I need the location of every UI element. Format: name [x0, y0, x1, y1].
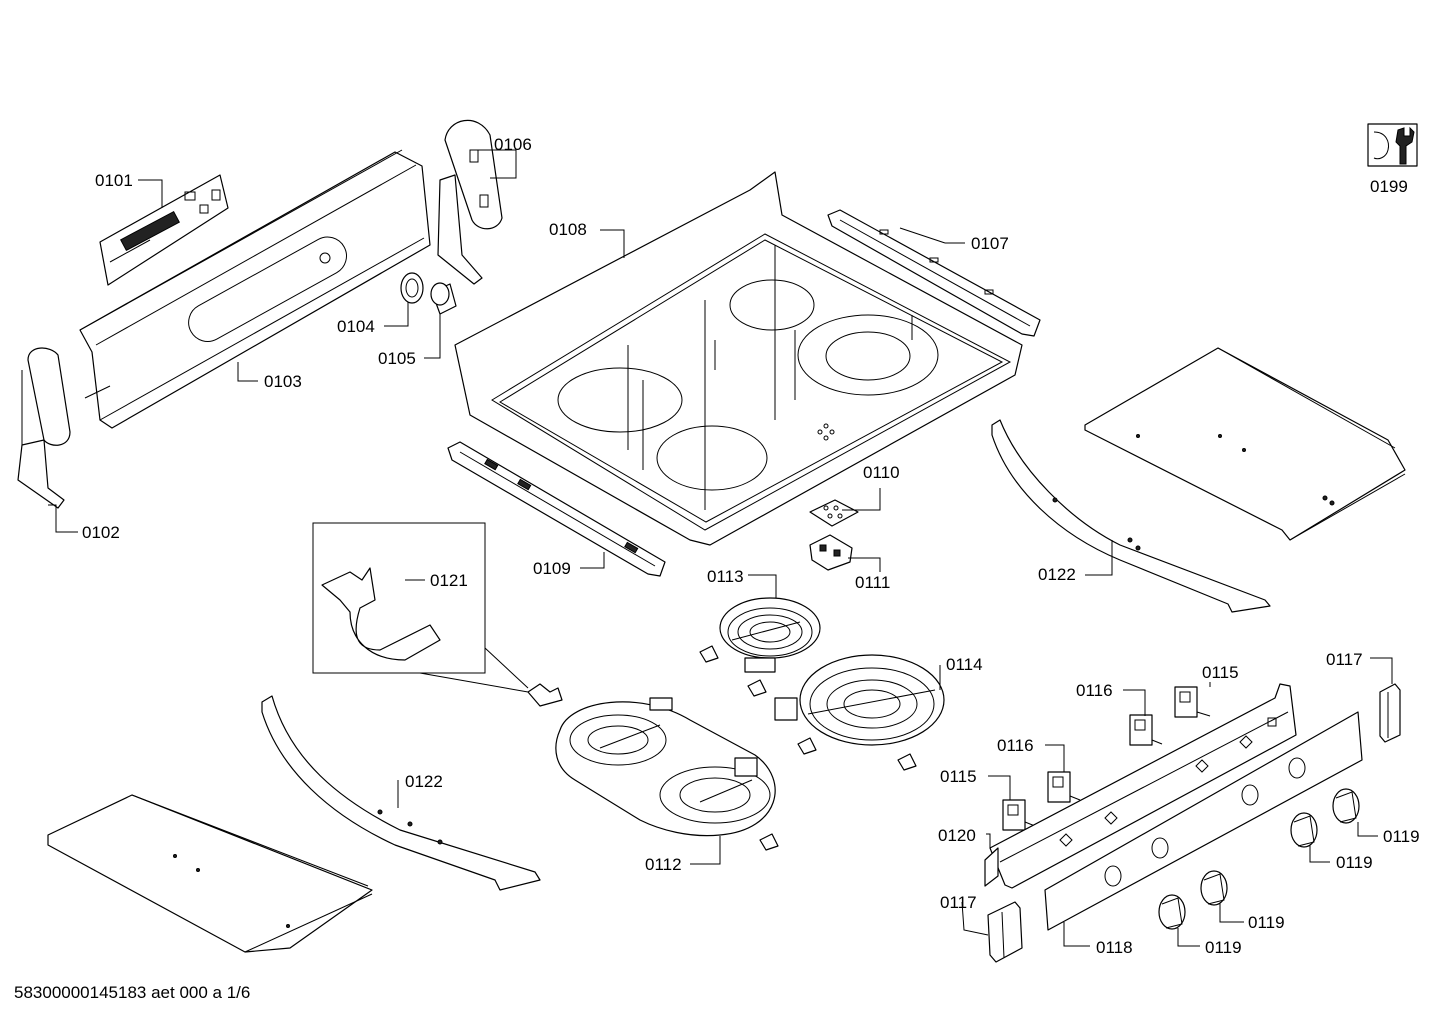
label-0102: 0102	[82, 523, 120, 542]
part-0107-rail	[827, 209, 1041, 337]
knob-3	[1200, 870, 1228, 906]
label-0105: 0105	[378, 349, 416, 368]
part-0101-control-board	[99, 174, 229, 286]
label-0111: 0111	[855, 573, 890, 592]
label-0116-a: 0116	[1076, 681, 1113, 700]
part-0110-gasket	[809, 499, 859, 527]
part-0119-knobs	[1158, 788, 1360, 930]
label-0119-d: 0119	[1205, 938, 1242, 957]
label-0118: 0118	[1096, 938, 1133, 957]
wrench-icon	[1367, 123, 1418, 167]
label-0119-a: 0119	[1383, 827, 1420, 846]
document-id-footer: 58300000145183 aet 000 a 1/6	[14, 983, 250, 1002]
part-0115-switch-b	[1002, 799, 1036, 831]
part-side-panel-left	[47, 794, 373, 953]
part-0106-end-cap	[437, 119, 503, 285]
label-0115-a: 0115	[1202, 663, 1239, 682]
label-0108: 0108	[549, 220, 587, 239]
part-0104-bezel	[400, 272, 424, 304]
part-0122-bracket-left	[261, 695, 541, 891]
label-0119-c: 0119	[1248, 913, 1285, 932]
label-0119-b: 0119	[1336, 853, 1373, 872]
clips	[527, 645, 917, 851]
label-0199: 0199	[1370, 177, 1408, 196]
part-switches	[1002, 686, 1211, 831]
part-0103-control-panel	[79, 149, 431, 429]
part-0112-bridge-burner	[555, 697, 776, 837]
part-side-panel-right	[1084, 347, 1406, 541]
part-labels: 0101 0102 0103 0104 0105 0106 0107 0108 …	[82, 135, 1420, 957]
part-0105-knob	[430, 282, 457, 315]
label-0120: 0120	[938, 826, 976, 845]
label-0106: 0106	[494, 135, 532, 154]
part-0111-terminal-block	[809, 534, 853, 571]
label-0104: 0104	[337, 317, 375, 336]
label-0110: 0110	[863, 463, 900, 482]
label-0121: 0121	[430, 571, 468, 590]
part-0117-end-cap-bottom	[987, 901, 1023, 963]
part-0108-cooktop	[454, 171, 1023, 546]
part-0121-inset	[312, 522, 529, 693]
label-0114: 0114	[946, 655, 983, 674]
leader-lines	[48, 149, 1393, 947]
label-0112: 0112	[645, 855, 682, 874]
part-0102-end-cap	[17, 347, 71, 509]
label-0115-b: 0115	[940, 767, 977, 786]
part-0118-trim	[1044, 711, 1363, 931]
part-0114-burner	[774, 654, 945, 746]
knob-1	[1332, 788, 1360, 824]
label-0117-b: 0117	[940, 893, 977, 912]
label-0122-a: 0122	[1038, 565, 1076, 584]
part-0117-end-cap-top	[1379, 683, 1401, 743]
part-0113-burner	[719, 597, 821, 673]
label-0101: 0101	[95, 171, 133, 190]
part-0109-rail	[447, 441, 666, 577]
part-0115-switch-a	[1174, 686, 1211, 718]
label-0116-b: 0116	[997, 736, 1034, 755]
label-0103: 0103	[264, 372, 302, 391]
part-0122-bracket-right	[991, 419, 1271, 613]
knob-2	[1290, 812, 1318, 848]
knob-4	[1158, 894, 1186, 930]
label-0109: 0109	[533, 559, 571, 578]
part-0116-switch-b	[1047, 771, 1081, 803]
label-0107: 0107	[971, 234, 1009, 253]
label-0117-a: 0117	[1326, 650, 1363, 669]
label-0113: 0113	[707, 567, 744, 586]
part-0120-console	[984, 683, 1297, 889]
part-0116-switch-a	[1129, 714, 1163, 746]
label-0122-b: 0122	[405, 772, 443, 791]
